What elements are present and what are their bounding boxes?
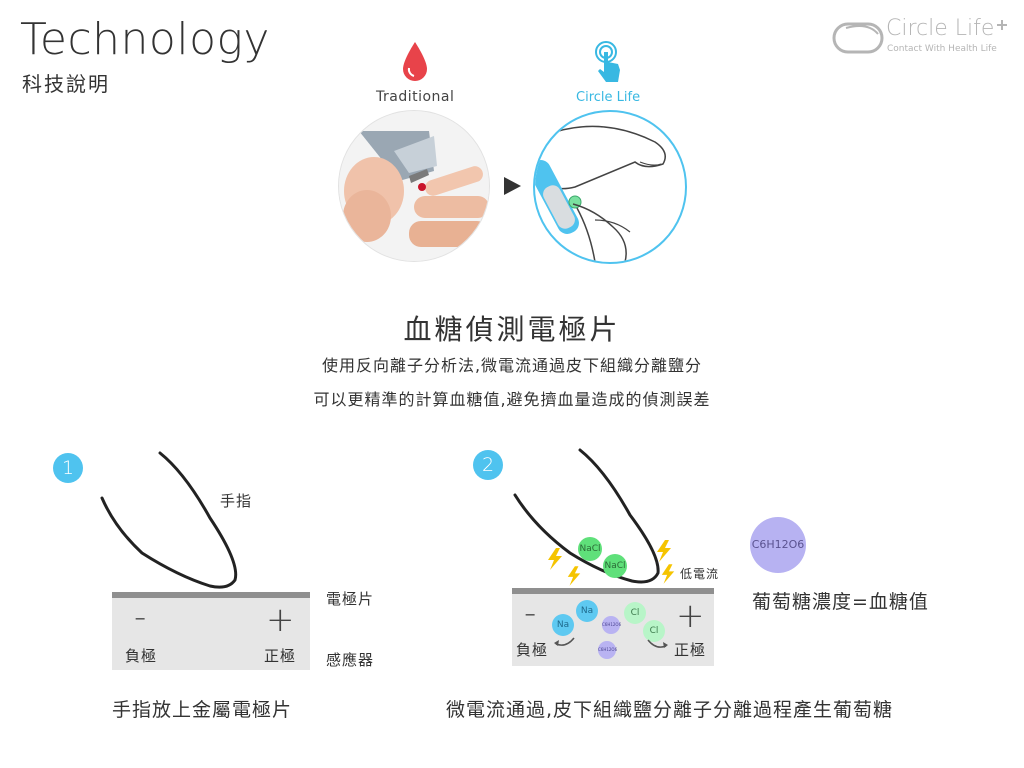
lightning-icon: [661, 564, 675, 584]
positive-electrode-label: 正極: [674, 641, 707, 659]
lightning-icon: [657, 540, 671, 562]
page-subtitle: 科技說明: [22, 72, 110, 96]
positive-sign: +: [266, 600, 295, 640]
positive-sign: +: [676, 596, 705, 636]
glucose-equals-blood-sugar: 葡萄糖濃度=血糖值: [752, 591, 929, 613]
section-description-line-2: 可以更精準的計算血糖值,避免擠血量造成的偵測誤差: [313, 390, 711, 409]
page-title: Technology: [20, 14, 270, 65]
finger-label: 手指: [220, 492, 253, 510]
electrode-strip: [112, 592, 310, 598]
finger-outline-icon: [100, 451, 238, 589]
arrow-right-icon: [504, 177, 521, 195]
negative-sign: -: [524, 593, 537, 633]
sensor-label: 感應器: [326, 651, 375, 669]
logo-tagline: Contact With Health Life: [887, 44, 997, 54]
traditional-label: Traditional: [376, 89, 455, 105]
ion-nacl: NaCl: [603, 554, 627, 578]
negative-electrode-label: 負極: [125, 647, 158, 665]
curved-arrow-left-icon: [554, 637, 575, 646]
step-1-caption: 手指放上金屬電極片: [112, 699, 293, 721]
step-2-badge: 2: [473, 450, 503, 480]
electrode-label: 電極片: [326, 590, 375, 608]
sensor-plate: [112, 598, 310, 670]
traditional-finger-prick-photo: [338, 110, 490, 262]
circle-life-wrist-sketch: [533, 110, 687, 264]
circle-life-label: Circle Life: [576, 90, 641, 105]
ion-cl: Cl: [643, 620, 665, 642]
positive-electrode-label: 正極: [264, 647, 297, 665]
negative-sign: -: [134, 597, 147, 637]
section-heading: 血糖偵測電極片: [403, 313, 621, 346]
ion-na: Na: [576, 600, 598, 622]
logo-name: Circle Life: [886, 16, 995, 41]
circle-life-logo-icon: [832, 20, 1007, 54]
ion-glucose: C6H12O6: [602, 616, 621, 634]
negative-electrode-label: 負極: [516, 641, 549, 659]
section-description-line-1: 使用反向離子分析法,微電流通過皮下組織分離鹽分: [321, 356, 703, 375]
ion-cl: Cl: [624, 602, 646, 624]
blood-drop-icon: [403, 42, 427, 81]
lightning-icon: [567, 566, 581, 586]
low-current-label: 低電流: [680, 567, 720, 581]
ion-glucose: C6H12O6: [598, 641, 617, 659]
ion-na: Na: [552, 614, 574, 636]
touch-icon: [595, 41, 620, 82]
curved-arrow-right-icon: [647, 639, 668, 648]
electrode-strip: [512, 588, 714, 594]
step-2-caption: 微電流通過,皮下組織鹽分離子分離過程產生葡萄糖: [446, 699, 894, 721]
lightning-icon: [548, 548, 562, 570]
step-1-badge: 1: [53, 453, 83, 483]
glucose-molecule: C6H12O6: [750, 517, 806, 573]
ion-nacl: NaCl: [578, 537, 602, 561]
finger-outline-icon: [513, 448, 660, 584]
